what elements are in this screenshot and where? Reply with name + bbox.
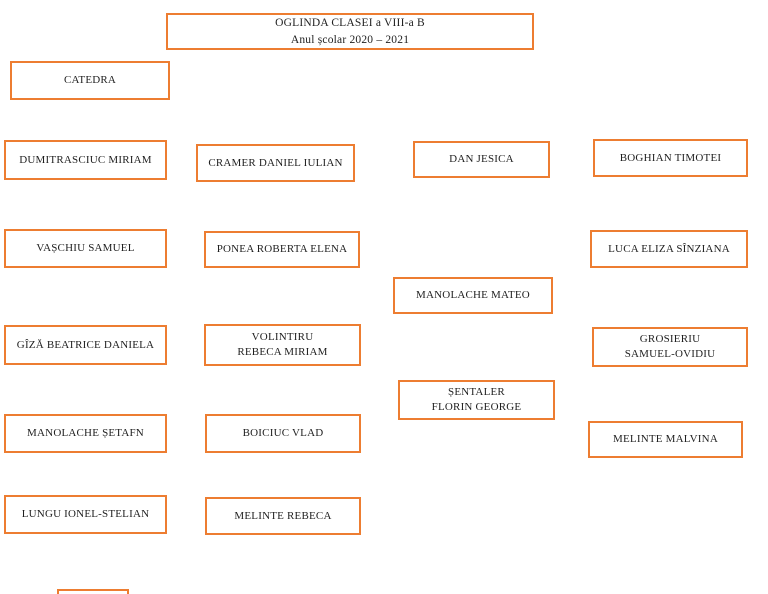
seat-melinte-malvina: MELINTE MALVINA [588,421,743,458]
seat-manolache-setafn: MANOLACHE ȘETAFN [4,414,167,453]
seat-boghian-timotei: BOGHIAN TIMOTEI [593,139,748,177]
seat-melinte-rebeca: MELINTE REBECA [205,497,361,535]
seat-dumitrasciuc-miriam: DUMITRASCIUC MIRIAM [4,140,167,180]
seat-luca-eliza-sinziana: LUCA ELIZA SÎNZIANA [590,230,748,268]
cutoff-box-fragment [57,589,129,594]
seat-ponea-roberta-elena: PONEA ROBERTA ELENA [204,231,360,268]
seat-lungu-ionel-stelian: LUNGU IONEL-STELIAN [4,495,167,534]
seat-giza-beatrice-daniela: GÎZĂ BEATRICE DANIELA [4,325,167,365]
seat-vaschiu-samuel: VAȘCHIU SAMUEL [4,229,167,268]
seat-volintiru-rebeca-miriam: VOLINTIRU REBECA MIRIAM [204,324,361,366]
chart-title-line2: Anul școlar 2020 – 2021 [290,33,410,46]
chart-title-box: OGLINDA CLASEI a VIII-a B Anul școlar 20… [166,13,534,50]
seat-boiciuc-vlad: BOICIUC VLAD [205,414,361,453]
seat-dan-jesica: DAN JESICA [413,141,550,178]
chart-title-line1: OGLINDA CLASEI a VIII-a B [275,16,425,29]
seat-grosieriu-samuel-ovidiu: GROSIERIU SAMUEL-OVIDIU [592,327,748,367]
seat-manolache-mateo: MANOLACHE MATEO [393,277,553,314]
seat-sentaler-florin-george: ȘENTALER FLORIN GEORGE [398,380,555,420]
seat-cramer-daniel-iulian: CRAMER DANIEL IULIAN [196,144,355,182]
teacher-desk-box: CATEDRA [10,61,170,100]
